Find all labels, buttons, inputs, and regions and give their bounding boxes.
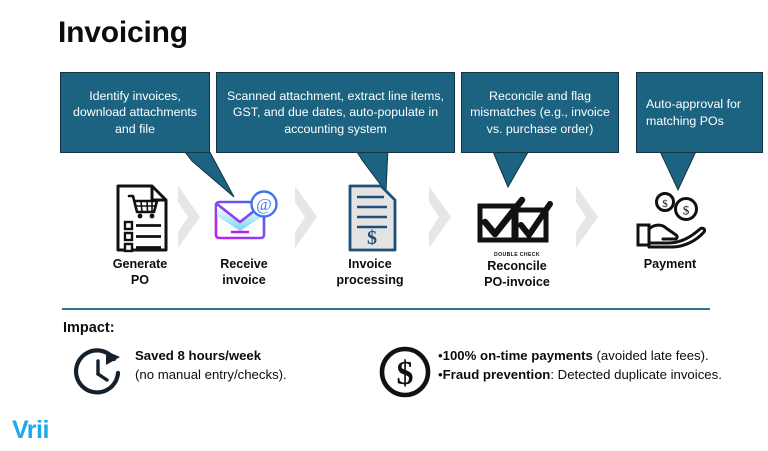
hand-coins-icon: $ $ (636, 192, 707, 249)
step-reconcile-po-invoice: DOUBLE CHECK Reconcile PO-invoice (462, 182, 572, 289)
step-label-line1: Generate (112, 257, 168, 271)
step-invoice-processing: $ Invoice processing (322, 182, 418, 287)
step-label-line1: Reconcile (487, 259, 547, 273)
svg-text:$: $ (662, 198, 668, 210)
clock-arrow-icon (73, 348, 121, 395)
impact-bullet-1: •100% on-time payments (avoided late fee… (438, 348, 709, 363)
bullet-2-rest: : Detected duplicate invoices. (550, 367, 722, 382)
po-document-cart-icon (116, 184, 168, 253)
step-label-line2: invoice (222, 273, 266, 287)
step-label-payment: Payment (622, 256, 718, 272)
bullet-glyph: • (438, 348, 443, 363)
callout-text-3: Reconcile and flag mismatches (e.g., inv… (461, 72, 619, 153)
page-title: Invoicing (58, 16, 188, 49)
vrii-logo: Vrii (12, 416, 49, 444)
impact-item-payments: $ (378, 345, 432, 404)
step-generate-po: Generate PO (92, 182, 188, 287)
chevron-arrow-2-icon (295, 186, 317, 248)
callout-scanned-attachment: Scanned attachment, extract line items, … (216, 72, 455, 194)
svg-text:$: $ (367, 227, 377, 249)
invoice-dollar-doc-icon: $ (348, 184, 397, 252)
double-check-icon (477, 196, 553, 243)
bullet-2-bold: Fraud prevention (442, 367, 551, 382)
impact-heading: Impact: (63, 320, 115, 336)
impact-text-payments: •100% on-time payments (avoided late fee… (438, 346, 738, 384)
email-envelope-at-icon: @ (214, 190, 278, 240)
impact-line2: (no manual entry/checks). (135, 367, 287, 382)
svg-text:$: $ (397, 355, 414, 392)
bullet-1-bold: 100% on-time payments (442, 348, 593, 363)
step-payment: $ $ Payment (622, 182, 718, 271)
impact-bullet-2: •Fraud prevention: Detected duplicate in… (438, 367, 722, 382)
step-label-line2: processing (336, 273, 404, 287)
bullet-glyph: • (438, 367, 443, 382)
callout-auto-approval: Auto-approval for matching POs (636, 72, 763, 192)
dollar-circle-icon: $ (379, 346, 431, 398)
step-receive-invoice: @ Receive invoice (196, 182, 292, 287)
chevron-arrow-3-icon (429, 186, 451, 248)
step-label-line2: PO (130, 273, 150, 287)
chevron-arrow-4-icon (576, 186, 598, 248)
impact-line1-bold: Saved 8 hours/week (135, 348, 262, 363)
double-check-caption: DOUBLE CHECK (494, 252, 540, 258)
callout-text-2: Scanned attachment, extract line items, … (216, 72, 455, 153)
callout-reconcile-flag: Reconcile and flag mismatches (e.g., inv… (461, 72, 619, 189)
step-label-generate-po: Generate PO (92, 256, 188, 288)
step-label-line1: Receive (220, 257, 268, 271)
chevron-arrow-1-icon (178, 186, 200, 248)
step-label-line2: PO-invoice (484, 275, 550, 289)
svg-text:$: $ (683, 203, 690, 218)
step-label-line1: Invoice (348, 257, 392, 271)
step-label-reconcile-po-invoice: Reconcile PO-invoice (462, 258, 572, 290)
callout-identify-invoices: Identify invoices, download attachments … (60, 72, 235, 198)
bullet-1-rest: (avoided late fees). (592, 348, 709, 363)
step-label-receive-invoice: Receive invoice (196, 256, 292, 288)
callout-text-4: Auto-approval for matching POs (636, 72, 763, 153)
svg-text:@: @ (256, 195, 272, 214)
section-divider (62, 308, 710, 310)
step-label-invoice-processing: Invoice processing (322, 256, 418, 288)
impact-text-time-saved: Saved 8 hours/week (no manual entry/chec… (135, 346, 355, 384)
callout-text-1: Identify invoices, download attachments … (60, 72, 210, 153)
step-label-line1: Payment (643, 257, 697, 271)
impact-item-time-saved (70, 345, 126, 406)
